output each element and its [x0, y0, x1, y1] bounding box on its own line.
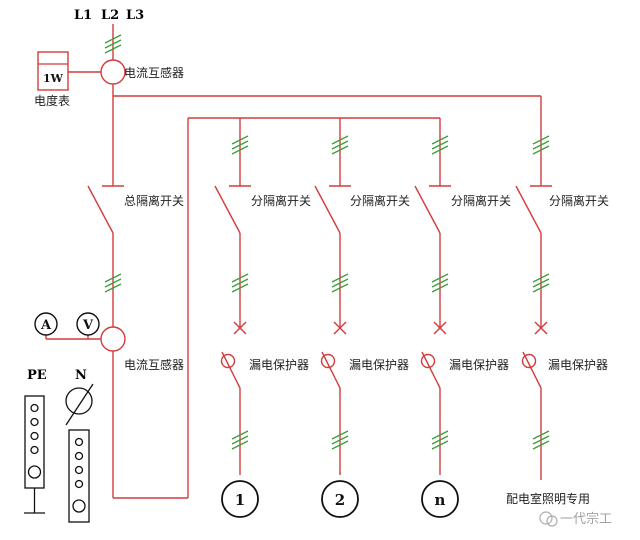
tick-mark	[431, 135, 449, 145]
tick-mark	[231, 140, 249, 150]
tick-mark	[231, 135, 249, 145]
output-1: 1	[221, 480, 259, 518]
tick-mark	[532, 435, 550, 445]
pe-terminal-block	[24, 395, 45, 514]
tick-mark	[104, 273, 122, 283]
meter-display: 1W	[43, 72, 64, 85]
tick-mark	[532, 135, 550, 145]
tick-mark	[431, 283, 449, 293]
meter-label: 电度表	[34, 93, 70, 108]
tick-mark	[331, 435, 349, 445]
tick-mark	[431, 140, 449, 150]
tick-mark	[104, 283, 122, 293]
watermark-text: 一代宗工	[560, 511, 612, 527]
tick-mark	[331, 440, 349, 450]
branch-switch-label-2: 分隔离开关	[350, 193, 410, 208]
tick-mark	[331, 278, 349, 288]
main-switch-label: 总隔离开关	[124, 193, 184, 208]
energy-meter: 1W	[37, 51, 69, 91]
ammeter: A	[34, 312, 58, 336]
output-2-label: 2	[335, 491, 345, 509]
tick-mark	[431, 430, 449, 440]
tick-mark	[331, 145, 349, 155]
tick-mark	[532, 140, 550, 150]
tick-mark	[532, 145, 550, 155]
lighting-label: 配电室照明专用	[506, 491, 590, 506]
rcd-label-1: 漏电保护器	[249, 358, 309, 372]
watermark: 一代宗工	[539, 511, 612, 527]
rcd-label-3: 漏电保护器	[449, 358, 509, 372]
tick-mark	[331, 273, 349, 283]
branch-2	[314, 185, 351, 475]
tick-mark	[104, 34, 122, 44]
tick-mark	[532, 278, 550, 288]
tick-mark	[331, 140, 349, 150]
meter-wiring	[45, 335, 101, 340]
branch-switch-label-1: 分隔离开关	[251, 193, 311, 208]
tick-mark	[431, 145, 449, 155]
current-transformer-top	[100, 59, 126, 85]
output-2: 2	[321, 480, 359, 518]
tick-mark	[331, 283, 349, 293]
branch-switch-label-3: 分隔离开关	[451, 193, 511, 208]
n-label: N	[75, 368, 87, 383]
tick-mark	[532, 430, 550, 440]
tick-mark	[231, 273, 249, 283]
ct-top-label: 电流互感器	[124, 65, 184, 80]
tick-mark	[231, 145, 249, 155]
tick-mark	[231, 430, 249, 440]
cable-tick-marks	[104, 34, 550, 450]
tick-mark	[231, 440, 249, 450]
tick-mark	[431, 278, 449, 288]
rcd-label-4: 漏电保护器	[548, 358, 608, 372]
main-isolation-switch	[87, 185, 114, 234]
voltmeter-symbol: V	[82, 318, 94, 333]
tick-mark	[231, 278, 249, 288]
phase-label-l1: L1	[74, 8, 92, 23]
output-n: n	[421, 480, 459, 518]
current-transformer-bottom	[100, 326, 126, 352]
rcd-label-2: 漏电保护器	[349, 358, 409, 372]
tick-mark	[431, 440, 449, 450]
tick-mark	[431, 435, 449, 445]
tick-mark	[331, 135, 349, 145]
main-wire	[102, 24, 189, 499]
tick-mark	[104, 44, 122, 54]
pe-label: PE	[27, 368, 47, 383]
tick-mark	[532, 283, 550, 293]
output-n-label: n	[435, 491, 446, 509]
ammeter-symbol: A	[40, 318, 52, 333]
wechat-icon	[539, 511, 553, 525]
tick-mark	[331, 430, 349, 440]
n-terminal-block	[65, 383, 94, 523]
branch-switch-label-4: 分隔离开关	[549, 193, 609, 208]
tick-mark	[431, 273, 449, 283]
tick-mark	[104, 278, 122, 288]
tick-mark	[231, 435, 249, 445]
tick-mark	[231, 283, 249, 293]
phase-label-l3: L3	[126, 8, 144, 23]
output-1-label: 1	[235, 491, 245, 509]
tick-mark	[532, 440, 550, 450]
phase-label-l2: L2	[101, 8, 119, 23]
branch-4	[515, 185, 552, 480]
bus-bars	[113, 95, 542, 186]
branch-3	[414, 185, 451, 475]
branch-1	[214, 185, 251, 475]
voltmeter: V	[76, 312, 100, 336]
tick-mark	[104, 39, 122, 49]
tick-mark	[532, 273, 550, 283]
ct-bottom-label: 电流互感器	[124, 357, 184, 372]
